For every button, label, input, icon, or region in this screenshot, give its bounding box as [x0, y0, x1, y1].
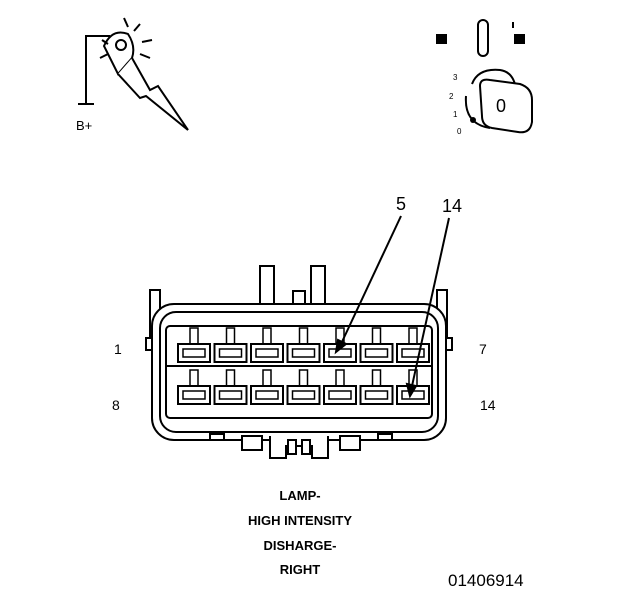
- pin-top-3: [250, 327, 284, 363]
- pin-bottom-6: [359, 369, 394, 405]
- callout-arrow-5: [334, 338, 348, 355]
- ignition-position-0: 0: [457, 127, 462, 136]
- callout-arrow-14: [405, 382, 418, 399]
- pin-label-7: 7: [479, 341, 487, 357]
- pin-top-6: [359, 327, 394, 363]
- callout-label-14: 14: [442, 196, 462, 216]
- callout-leader-5: [340, 215, 402, 345]
- pins-bottom-row: [177, 369, 430, 405]
- pin-bottom-5: [323, 369, 357, 405]
- pin-bottom-1: [177, 369, 211, 405]
- test-probe-icon: [78, 17, 189, 131]
- pin-bottom-2: [213, 369, 248, 405]
- pin-label-1: 1: [114, 341, 122, 357]
- pin-label-8: 8: [112, 397, 120, 413]
- callout-label-5: 5: [396, 194, 406, 214]
- caption-line-4: RIGHT: [279, 562, 321, 577]
- caption-line-3: DISHARGE-: [263, 538, 337, 553]
- figure-id: 01406914: [448, 571, 524, 590]
- ignition-key-label: 0: [496, 96, 506, 116]
- callout-leader-14: [411, 217, 450, 387]
- pin-top-1: [177, 327, 211, 363]
- pin-top-7: [396, 327, 430, 363]
- pin-bottom-4: [286, 369, 321, 405]
- b-plus-label: B+: [76, 118, 92, 133]
- caption-line-2: HIGH INTENSITY: [247, 513, 352, 528]
- ignition-position-2: 2: [449, 92, 454, 101]
- ignition-position-3: 3: [453, 73, 458, 82]
- ignition-position-1: 1: [453, 110, 458, 119]
- caption-line-1: LAMP-: [279, 488, 321, 503]
- pin-label-14: 14: [480, 397, 496, 413]
- pin-top-4: [286, 327, 321, 363]
- ignition-key-icon: [436, 19, 533, 134]
- pin-bottom-3: [250, 369, 284, 405]
- pin-top-2: [213, 327, 248, 363]
